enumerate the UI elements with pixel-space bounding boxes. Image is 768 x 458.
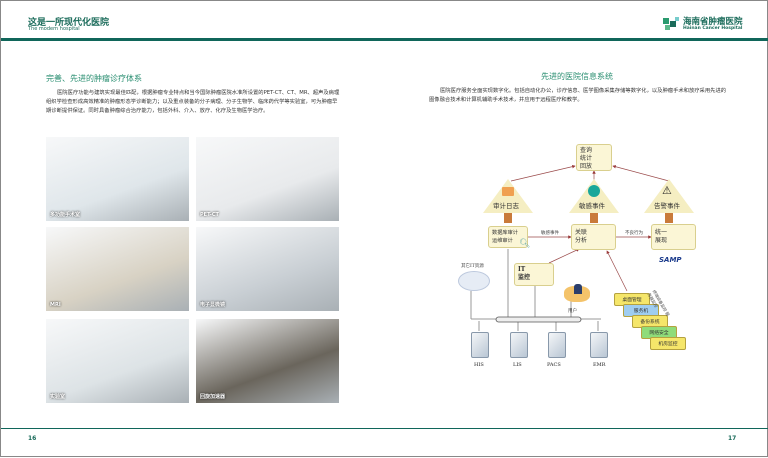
- photo-6: 回旋加速器: [196, 319, 339, 403]
- right-section-title: 先进的医院信息系统: [541, 72, 613, 81]
- photo-caption: PET-CT: [200, 212, 219, 218]
- shield-icon: [588, 185, 600, 197]
- server-icon: [471, 332, 489, 358]
- server-label: EMR: [593, 362, 606, 368]
- server-label: PACS: [547, 362, 561, 368]
- header-subtitle: The modern hospital: [28, 26, 80, 32]
- server-label: HIS: [474, 362, 484, 368]
- photo-5: 实验室: [46, 319, 189, 403]
- server-label: LIS: [513, 362, 522, 368]
- user-label: 用户: [568, 309, 577, 314]
- sensitive-event-label: 敏感事件: [579, 202, 605, 210]
- samp-logo: SAMP: [659, 256, 682, 264]
- page-number-left: 16: [28, 435, 37, 442]
- db-audit-box: 数据库审计 运维审计: [488, 226, 528, 248]
- server-icon: [548, 332, 566, 358]
- user-workstation-icon: [564, 286, 590, 302]
- photo-caption: 多功能手术室: [50, 212, 81, 218]
- right-body-text: 医院医疗服务全面实现数字化。包括自动化办公，诊疗信息、医学图像采集存储等数字化，…: [429, 88, 727, 104]
- bad-behavior-label: 不良行为: [625, 231, 643, 236]
- hospital-logo-icon: [663, 17, 679, 30]
- left-body-text: 医院医疗功能与建筑实现最佳匹配，根据肿瘤专业特点和当今国际肿瘤医院水准所设置的P…: [46, 90, 340, 115]
- footer-rule: [1, 428, 768, 429]
- unified-display-box: 统一 展现: [651, 224, 696, 250]
- query-stats-replay-box: 查询 统计 回放: [576, 144, 612, 171]
- audit-log-triangle: [483, 179, 533, 213]
- logo-name-cn: 海南省肿瘤医院: [683, 17, 743, 27]
- logo-name-en: Hainan Cancer Hospital: [683, 26, 743, 31]
- query-label: 查询 统计 回放: [580, 147, 593, 170]
- alert-event-label: 告警事件: [654, 202, 680, 210]
- left-section-title: 完善、先进的肿瘤诊疗体系: [46, 74, 142, 83]
- monitor-stack-item: 机房监控: [650, 337, 686, 350]
- user-icon: [574, 284, 582, 294]
- network-device-icon: [458, 271, 490, 291]
- photo-caption: MRI: [50, 302, 61, 308]
- magnifier-icon: 🔍︎: [519, 239, 531, 249]
- other-it-label: 其它IT资源: [461, 264, 484, 269]
- header-rule: [1, 38, 768, 41]
- photo-caption: 实验室: [50, 394, 66, 400]
- photo-1: 多功能手术室: [46, 137, 189, 221]
- photo-caption: 回旋加速器: [200, 394, 226, 400]
- header-title: 这是一所现代化医院: [28, 18, 110, 28]
- sensitive-event-edge-label: 敏感事件: [541, 231, 559, 236]
- photo-4: 电子显微镜: [196, 227, 339, 311]
- server-icon: [510, 332, 528, 358]
- server-icon: [590, 332, 608, 358]
- photo-3: MRI: [46, 227, 189, 311]
- page-number-right: 17: [728, 435, 737, 442]
- photo-2: PET-CT: [196, 137, 339, 221]
- correlation-analysis-box: 关联 分析: [571, 224, 616, 250]
- audit-log-label: 审计日志: [493, 202, 519, 210]
- warning-icon: ⚠: [662, 184, 672, 197]
- photo-caption: 电子显微镜: [200, 302, 226, 308]
- it-monitor-box: IT 监控: [514, 263, 554, 286]
- folder-icon: [502, 187, 514, 196]
- alert-event-triangle: [644, 179, 694, 213]
